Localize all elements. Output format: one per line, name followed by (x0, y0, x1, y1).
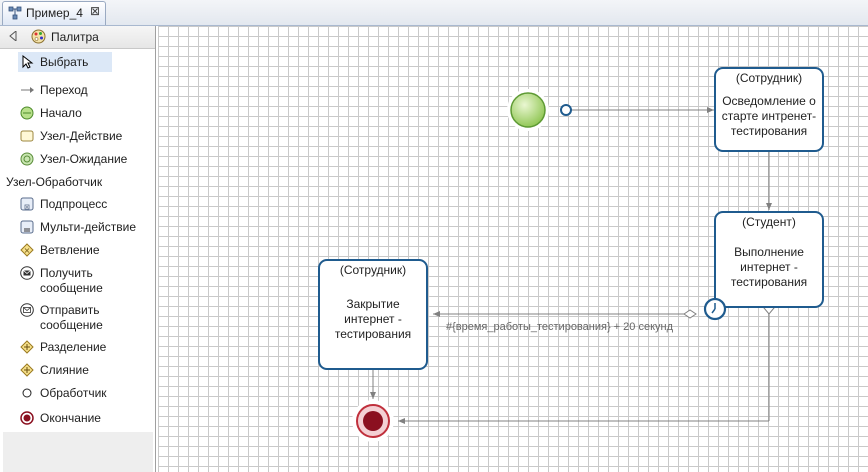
svg-text:×: × (24, 246, 31, 255)
send-message-icon (20, 303, 34, 317)
start-event-icon (20, 106, 34, 120)
palette-item-handler-node[interactable]: Узел-Обработчик (6, 175, 103, 189)
palette-item-start[interactable]: Начало (18, 103, 112, 123)
palette-item-handler[interactable]: Обработчик (18, 383, 112, 403)
palette-title: Палитра (51, 30, 99, 44)
timer-transition-label[interactable]: #{время_работы_тестирования} + 20 секунд (446, 321, 673, 333)
timer-transition-diamond (683, 309, 697, 319)
action-node-icon (20, 130, 34, 142)
start-event[interactable] (510, 92, 546, 128)
task-close-testing[interactable]: (Сотрудник) Закрытие интернет - тестиров… (318, 259, 428, 370)
editor-tab-bar: Пример_4 ⊠ (0, 0, 868, 26)
gateway-icon: × (20, 243, 34, 257)
tab-title: Пример_4 (26, 6, 83, 20)
palette-icon (31, 29, 46, 44)
palette-item-action-node[interactable]: Узел-Действие (18, 126, 122, 146)
palette-item-wait-node[interactable]: Узел-Ожидание (18, 149, 127, 169)
palette-item-subprocess[interactable]: Подпроцесс (18, 194, 112, 214)
palette-item-receive-message[interactable]: Получить сообщение (18, 263, 112, 297)
close-icon[interactable]: ⊠ (90, 4, 101, 18)
palette-item-multi-action[interactable]: Мульти-действие (18, 217, 136, 237)
receive-message-icon (20, 266, 34, 280)
boundary-timer[interactable] (703, 297, 727, 321)
palette-panel: Палитра Выбрать Переход Начало Узел-Дейс… (0, 26, 156, 472)
palette-item-send-message[interactable]: Отправить сообщение (18, 300, 112, 334)
process-diagram-icon (8, 6, 22, 20)
palette-item-fork[interactable]: Разделение (18, 337, 112, 357)
palette-item-gateway[interactable]: × Ветвление (18, 240, 112, 260)
multi-action-icon (20, 220, 34, 234)
editor-tab[interactable]: Пример_4 ⊠ (2, 1, 106, 25)
arrow-right-icon (21, 87, 34, 93)
end-event-icon (20, 411, 34, 425)
fork-icon (20, 340, 34, 354)
palette-item-end[interactable]: Окончание (18, 408, 112, 428)
task-notify-start[interactable]: (Сотрудник) Осведомление о старте интрен… (714, 67, 824, 152)
handler-icon (22, 388, 32, 398)
palette-item-join[interactable]: Слияние (18, 360, 112, 380)
palette-header[interactable]: Палитра (0, 26, 155, 49)
task-perform-testing[interactable]: (Студент) Выполнение интернет - тестиров… (714, 211, 824, 308)
join-icon (20, 363, 34, 377)
diagram-canvas[interactable]: (Сотрудник) Осведомление о старте интрен… (158, 26, 868, 472)
transition-source-port[interactable] (560, 104, 572, 116)
palette-item-transition[interactable]: Переход (18, 80, 112, 100)
pointer-icon (22, 55, 34, 69)
palette-empty-area (3, 432, 153, 472)
wait-node-icon (20, 152, 34, 166)
palette-item-select[interactable]: Выбрать (18, 52, 112, 72)
subprocess-icon (20, 197, 34, 211)
collapse-left-icon[interactable] (9, 31, 17, 41)
end-event-core (363, 411, 383, 431)
